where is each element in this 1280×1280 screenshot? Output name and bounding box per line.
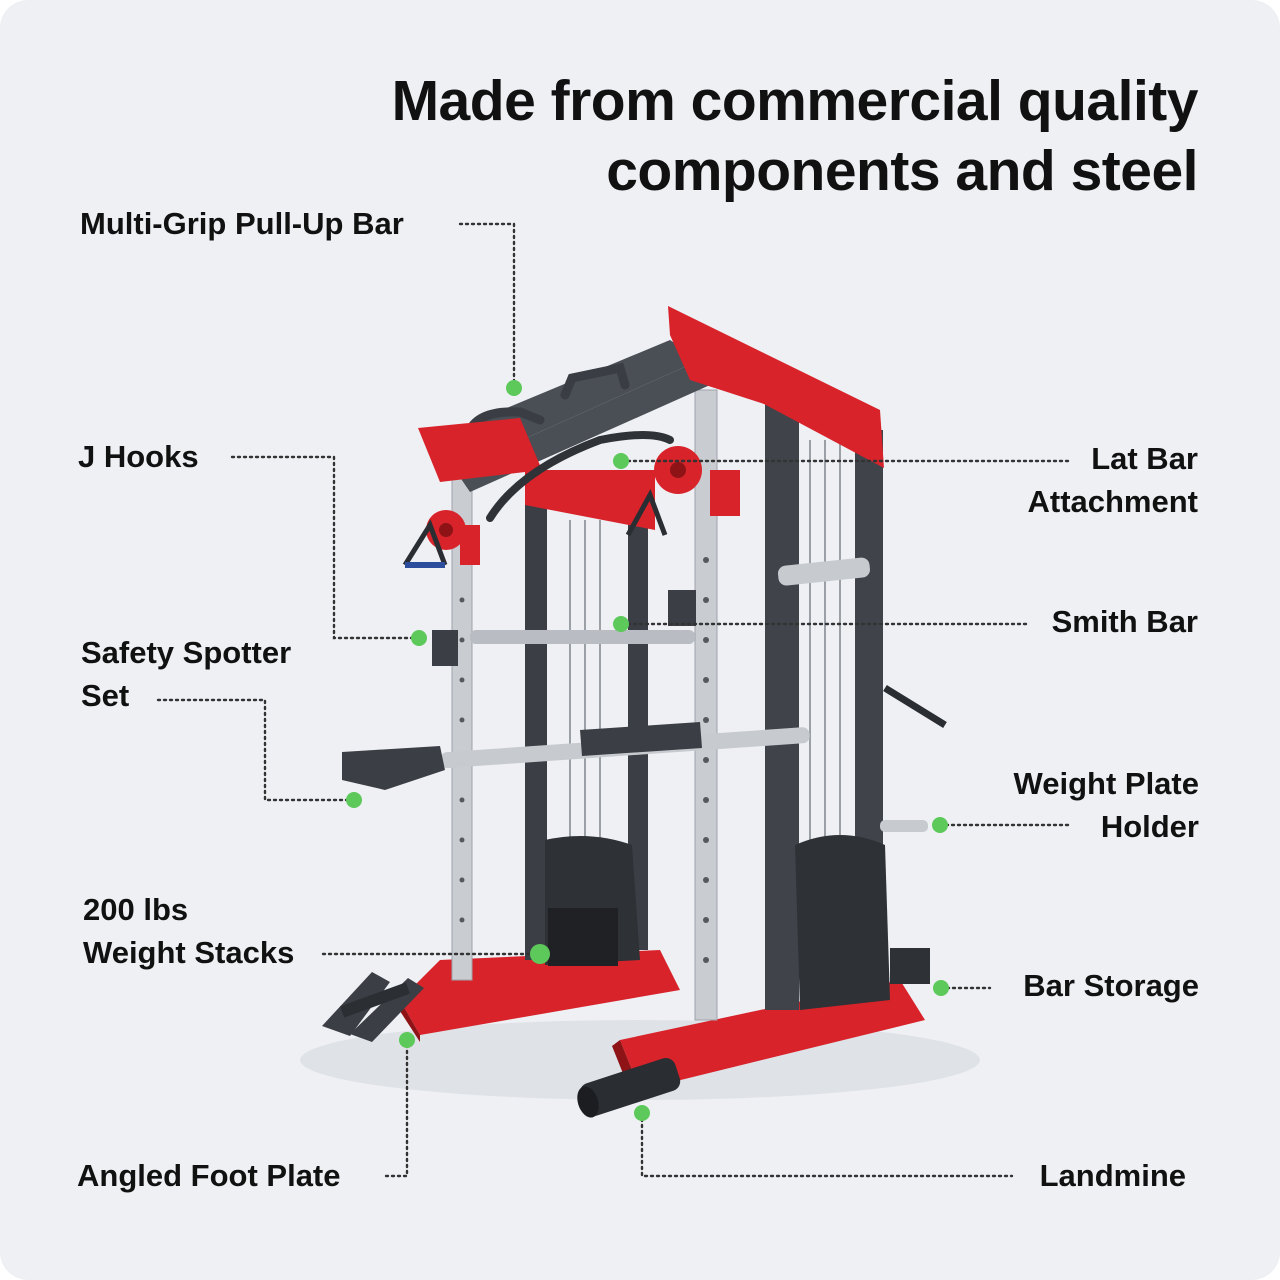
bar-storage-tube bbox=[890, 948, 930, 984]
leader-landmine bbox=[640, 1111, 1014, 1178]
foot-plate bbox=[322, 972, 424, 1042]
marker-jhooks bbox=[411, 630, 427, 646]
right-top-plate bbox=[668, 306, 884, 468]
leader-safety bbox=[156, 698, 355, 802]
rear-top-plate bbox=[525, 470, 655, 530]
chrome-posts bbox=[451, 389, 718, 1021]
rear-uprights bbox=[525, 480, 648, 960]
headline-line-1: Made from commercial quality bbox=[392, 66, 1201, 136]
label-foot-plate: Angled Foot Plate bbox=[77, 1158, 341, 1193]
front-uprights bbox=[765, 380, 883, 1010]
leader-jhooks bbox=[230, 455, 420, 640]
label-safety-spotter: Safety Spotter Set bbox=[81, 635, 292, 713]
landmine-tube bbox=[577, 1057, 681, 1118]
j-hook-left bbox=[432, 630, 458, 666]
label-lat-bar: Lat Bar Attachment bbox=[1027, 441, 1198, 519]
headline-line-2: components and steel bbox=[606, 139, 1198, 203]
marker-safety bbox=[346, 792, 362, 808]
marker-landmine bbox=[634, 1105, 650, 1121]
lat-bar bbox=[486, 431, 674, 522]
weight-stacks bbox=[545, 835, 890, 1010]
label-smith-bar: Smith Bar bbox=[1051, 604, 1198, 639]
label-pullup-bar: Multi-Grip Pull-Up Bar bbox=[80, 206, 404, 241]
label-landmine: Landmine bbox=[1039, 1158, 1186, 1193]
left-top-plate bbox=[418, 418, 542, 482]
marker-footplate bbox=[399, 1032, 415, 1048]
j-hook-right bbox=[668, 590, 696, 626]
handles bbox=[402, 489, 668, 567]
marker-stacks bbox=[530, 944, 550, 964]
plate-holder-peg bbox=[880, 820, 928, 832]
headline: Made from commercial quality components … bbox=[392, 66, 1201, 206]
marker-pullup bbox=[506, 380, 522, 396]
marker-smith bbox=[613, 616, 629, 632]
front-spotter-arm bbox=[580, 722, 702, 756]
leader-pullup bbox=[458, 222, 516, 390]
bars bbox=[440, 557, 870, 769]
safety-spotter-arm bbox=[342, 746, 445, 790]
label-plate-holder: Weight Plate Holder bbox=[1013, 766, 1199, 844]
marker-plateholder bbox=[932, 817, 948, 833]
right-base bbox=[620, 980, 925, 1090]
side-handle bbox=[883, 685, 947, 728]
headline-highlight: commercial quality bbox=[688, 66, 1201, 136]
marker-latbar bbox=[613, 453, 629, 469]
leader-footplate bbox=[384, 1038, 409, 1178]
label-j-hooks: J Hooks bbox=[78, 439, 199, 474]
cables bbox=[569, 440, 841, 860]
marker-barstorage bbox=[933, 980, 949, 996]
left-base-side bbox=[398, 1000, 420, 1042]
label-bar-storage: Bar Storage bbox=[1023, 968, 1199, 1003]
label-weight-stacks: 200 lbs Weight Stacks bbox=[83, 892, 295, 970]
